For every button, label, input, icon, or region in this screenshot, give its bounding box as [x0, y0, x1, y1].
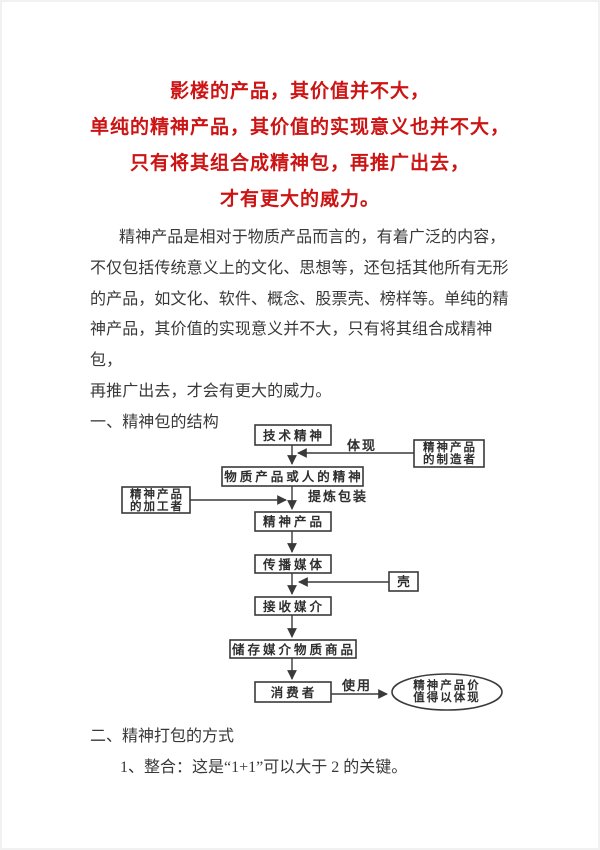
flow-node-tech: 技术精神 — [254, 424, 332, 446]
document-title: 影楼的产品，其价值并不大， 单纯的精神产品，其价值的实现意义也并不大， 只有将其… — [0, 74, 600, 218]
paragraph-line: 的产品，如文化、软件、概念、股票壳、榜样等。单纯的精 — [90, 290, 509, 308]
title-line-4: 才有更大的威力。 — [219, 189, 380, 210]
flow-node-maker-label-line2: 的制造者 — [423, 452, 477, 466]
flow-node-storage: 储存媒介物质商品 — [229, 639, 357, 659]
flow-node-result-label-line2: 值得以体现 — [413, 690, 481, 704]
flow-node-product: 精神产品 — [254, 511, 332, 532]
flow-node-tech-label: 技术精神 — [263, 428, 325, 443]
flow-node-receiver-box — [254, 596, 332, 616]
title-line-3: 只有将其组合成精神包，再推广出去， — [129, 153, 470, 174]
item1-text: 1、整合：这是“1+1”可以大于 2 的关键。 — [120, 759, 408, 776]
body-paragraph: 精神产品是相对于物质产品而言的，有着广泛的内容， 不仅包括传统意义上的文化、思想… — [90, 223, 520, 439]
edge-label-use: 使用 — [341, 678, 372, 693]
flow-node-shell-label: 壳 — [396, 574, 413, 589]
edge-label-embody: 体现 — [347, 438, 377, 453]
flow-node-processor-label-line2: 的加工者 — [130, 499, 184, 513]
flow-node-maker: 精神产品 的制造者 — [413, 439, 485, 468]
flow-node-material-box — [221, 466, 364, 487]
flow-node-media-box — [254, 554, 332, 574]
edge-label-refine: 提炼包装 — [308, 489, 368, 504]
paragraph-line: 精神产品是相对于物质产品而言的，有着广泛的内容， — [119, 229, 506, 246]
section2-heading: 二、精神打包的方式 — [90, 728, 235, 745]
flow-node-receiver: 接收媒介 — [254, 596, 332, 616]
flow-node-processor-label-line1: 精神产品 — [130, 487, 184, 501]
flow-node-processor-box — [121, 486, 191, 514]
flow-node-material: 物质产品或人的精神 — [221, 466, 364, 487]
paragraph-line: 不仅包括传统意义上的文化、思想等，还包括其他所有无形 — [90, 259, 509, 277]
flow-node-processor: 精神产品 的加工者 — [121, 486, 191, 514]
bottom-text: 二、精神打包的方式 1、整合：这是“1+1”可以大于 2 的关键。 — [90, 721, 520, 783]
flow-node-shell-box — [388, 571, 419, 592]
paragraph-line: 神产品，其价值的实现意义并不大，只有将其组合成精神包， — [90, 321, 493, 370]
flow-node-maker-box — [413, 439, 485, 468]
flow-node-product-label: 精神产品 — [263, 514, 325, 529]
flow-node-media-label: 传播媒体 — [262, 557, 325, 572]
flow-node-shell: 壳 — [388, 571, 419, 592]
paragraph-line: 再推广出去，才会有更大的威力。 — [90, 382, 332, 400]
flow-node-result-ellipse — [391, 673, 503, 711]
section1-heading: 一、精神包的结构 — [90, 413, 219, 431]
flow-node-media: 传播媒体 — [254, 554, 332, 574]
flow-node-consumer-label: 消费者 — [271, 685, 318, 700]
flow-node-material-label: 物质产品或人的精神 — [224, 469, 364, 484]
flow-node-product-box — [254, 511, 332, 532]
flow-node-storage-label: 储存媒介物质商品 — [231, 642, 356, 657]
flow-node-result: 精神产品价 值得以体现 — [391, 673, 503, 711]
flow-node-storage-box — [229, 639, 357, 659]
flow-node-consumer-box — [254, 681, 332, 703]
title-line-1: 影楼的产品，其价值并不大， — [169, 81, 430, 102]
flow-node-tech-box — [254, 424, 332, 446]
flow-node-receiver-label: 接收媒介 — [263, 599, 325, 614]
flow-node-result-label-line1: 精神产品价 — [413, 678, 481, 692]
title-line-2: 单纯的精神产品，其价值的实现意义也并不大， — [89, 117, 510, 138]
flow-node-consumer: 消费者 — [254, 681, 332, 703]
flow-node-maker-label-line1: 精神产品 — [423, 440, 477, 454]
